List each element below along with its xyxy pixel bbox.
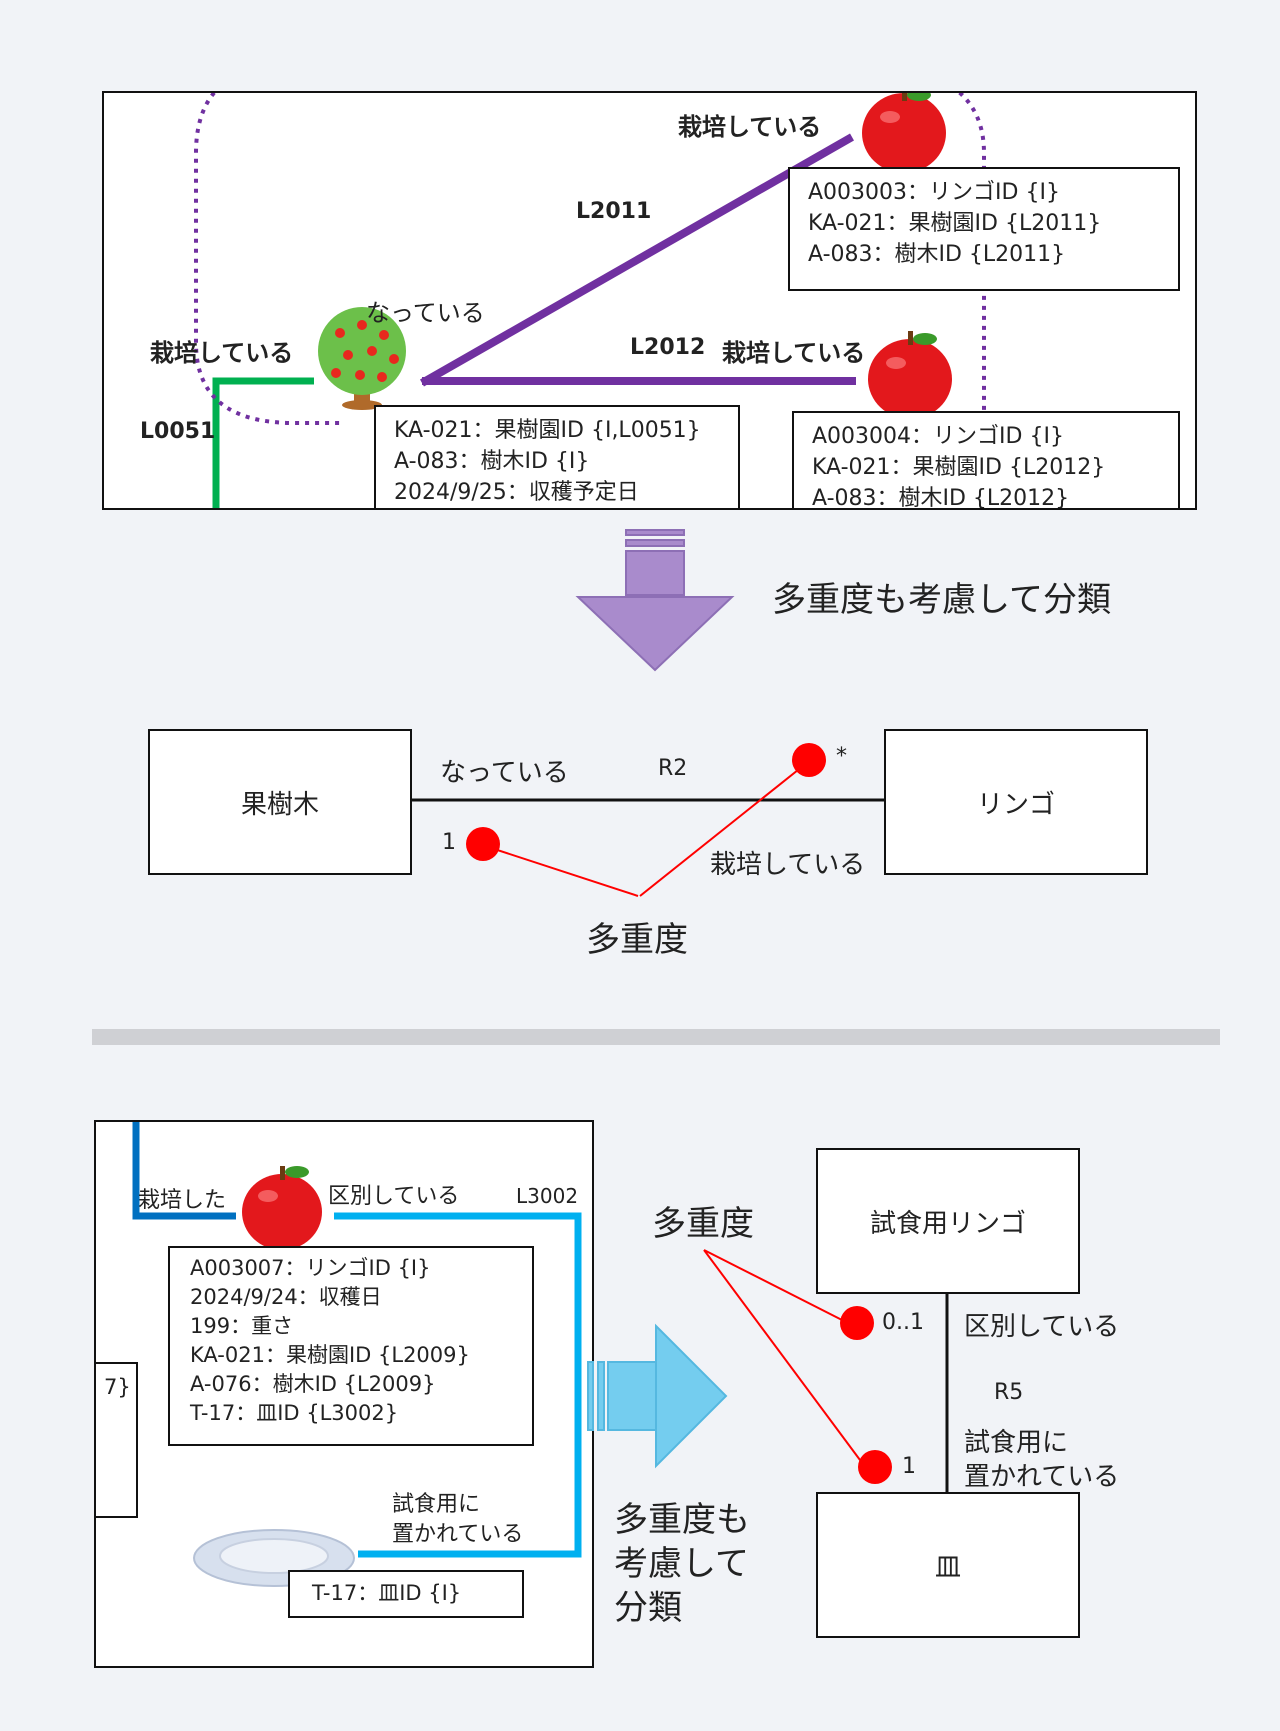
note-line: A-083：樹木ID {I}	[394, 449, 590, 474]
note-line: T-17：皿ID {L3002}	[190, 1401, 399, 1425]
label-placed-line1: 試食用に	[392, 1492, 481, 1517]
note-line: KA-021：果樹園ID {L2011}	[808, 211, 1102, 236]
multiplicity-left: 1	[442, 830, 456, 855]
note-line: A003004：リンゴID {I}	[812, 424, 1064, 449]
tree-note: KA-021：果樹園ID {I,L0051} A-083：樹木ID {I} 20…	[374, 405, 740, 508]
apple-icon	[242, 1166, 322, 1250]
label-placed-line2: 置かれている	[392, 1522, 524, 1547]
label-cultivating: 栽培している	[150, 339, 294, 367]
assoc-id: R5	[994, 1380, 1024, 1405]
apple-icon	[862, 93, 946, 173]
label-cultivated: 栽培した	[138, 1188, 227, 1213]
note-line: 2024/9/25：収穫予定日	[394, 480, 639, 505]
label-bearing: なっている	[366, 299, 485, 327]
apple-note: A003003：リンゴID {I} KA-021：果樹園ID {L2011} A…	[788, 167, 1180, 291]
right-arrow-icon	[587, 1323, 728, 1469]
classify-caption-line: 考慮して	[614, 1544, 749, 1584]
assoc-label-bottom: 栽培している	[710, 850, 866, 880]
multiplicity-bottom: 1	[902, 1454, 916, 1479]
link-l2011-line	[420, 133, 854, 387]
classify-caption: 多重度も考慮して分類	[772, 580, 1111, 620]
section-separator	[92, 1029, 1220, 1045]
bottom-diagram-panel: 栽培した 区別している L3002 A003007：リンゴID {I} 2024…	[94, 1120, 594, 1668]
down-arrow-icon	[575, 529, 735, 672]
class-tasting-apple: 試食用リンゴ	[816, 1148, 1080, 1294]
note-line: T-17：皿ID {I}	[312, 1581, 462, 1605]
note-line: KA-021：果樹園ID {I,L0051}	[394, 418, 701, 443]
plate-note: T-17：皿ID {I}	[288, 1570, 524, 1618]
link-l0051-line	[212, 377, 314, 508]
multiplicity-marker	[858, 1450, 892, 1484]
partial-note: 7}	[96, 1362, 138, 1518]
link-l2012-label: L2012	[630, 335, 706, 360]
link-l3002-line	[334, 1212, 582, 1558]
multiplicity-marker	[792, 743, 826, 777]
multiplicity-top: 0..1	[882, 1310, 924, 1335]
label-cultivating: 栽培している	[722, 339, 866, 367]
note-line: 2024/9/24：収穫日	[190, 1285, 382, 1309]
class-fruit-tree: 果樹木	[148, 729, 412, 875]
multiplicity-callout: 多重度	[586, 920, 688, 960]
multiplicity-right: *	[836, 744, 847, 769]
classify-caption-line: 多重度も	[614, 1500, 750, 1540]
note-line: A-083：樹木ID {L2011}	[808, 242, 1066, 267]
multiplicity-marker	[840, 1306, 874, 1340]
class-plate: 皿	[816, 1492, 1080, 1638]
label-distinguish: 区別している	[328, 1184, 460, 1209]
note-line: 7}	[104, 1375, 131, 1399]
top-diagram-panel: 栽培している L2011 なっている 栽培している L2012 栽培している L…	[102, 91, 1197, 510]
callout-line	[481, 844, 639, 897]
note-line: KA-021：果樹園ID {L2009}	[190, 1343, 470, 1367]
link-l0051-label: L0051	[140, 419, 216, 444]
tree-icon	[318, 307, 406, 410]
assoc-label-bottom-line1: 試食用に	[964, 1428, 1069, 1458]
top-connector-lines	[194, 93, 986, 508]
assoc-label-top: なっている	[440, 758, 569, 788]
assoc-label-bottom-line2: 置かれている	[964, 1462, 1120, 1492]
note-line: A003007：リンゴID {I}	[190, 1256, 431, 1280]
assoc-label-top: 区別している	[964, 1312, 1120, 1342]
note-line: A-083：樹木ID {L2012}	[812, 486, 1070, 510]
apple-note: A003004：リンゴID {I} KA-021：果樹園ID {L2012} A…	[792, 411, 1180, 510]
note-line: KA-021：果樹園ID {L2012}	[812, 455, 1106, 480]
apple-note: A003007：リンゴID {I} 2024/9/24：収穫日 199：重さ K…	[168, 1246, 534, 1446]
note-line: 199：重さ	[190, 1314, 294, 1338]
note-line: A003003：リンゴID {I}	[808, 180, 1060, 205]
note-line: A-076：樹木ID {L2009}	[190, 1372, 436, 1396]
link-l2011-label: L2011	[576, 199, 652, 224]
class-apple: リンゴ	[884, 729, 1148, 875]
classify-caption-line: 分類	[614, 1588, 682, 1628]
label-cultivating: 栽培している	[678, 113, 822, 141]
apple-icon	[868, 331, 952, 419]
assoc-id: R2	[658, 756, 688, 781]
multiplicity-marker	[466, 827, 500, 861]
link-l3002-label: L3002	[516, 1184, 579, 1208]
cultivated-line	[132, 1122, 236, 1220]
multiplicity-callout: 多重度	[652, 1204, 754, 1244]
